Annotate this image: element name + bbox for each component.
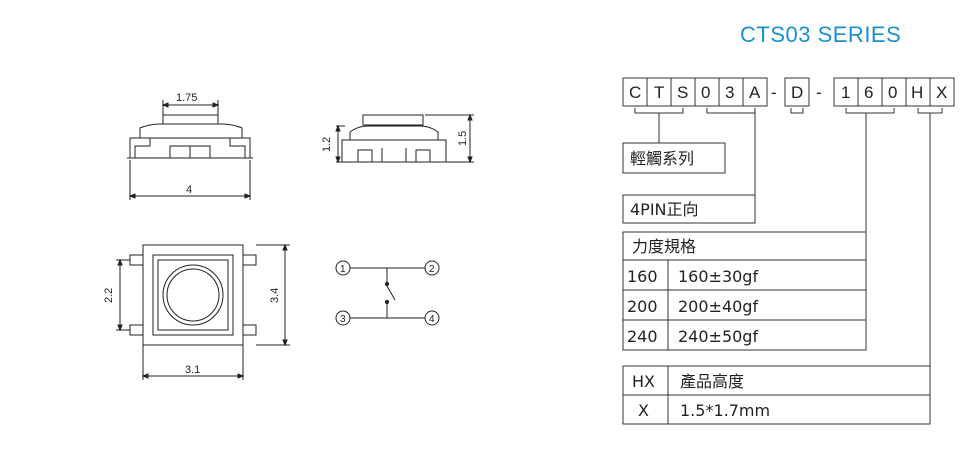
part-code-strip (622, 77, 955, 107)
front-total-height-label: 1.5 (457, 131, 469, 146)
code-char-6: 6 (864, 83, 873, 102)
code-char-dash-1: - (771, 83, 777, 102)
leader-lines (634, 108, 943, 366)
series-label: 輕觸系列 (630, 149, 694, 168)
force-value-200: 200±40gf (678, 297, 758, 316)
force-value-240: 240±50gf (678, 327, 758, 346)
pin-3-label: 3 (340, 314, 346, 325)
code-char-1: 1 (841, 83, 850, 102)
front-body-height-label: 1.2 (321, 137, 333, 152)
series-title: CTS03 SERIES (740, 22, 902, 47)
height-code-hx: HX (632, 372, 655, 391)
side-view-drawing (127, 100, 253, 200)
code-char-x: X (936, 83, 947, 102)
top-view-drawing (116, 243, 290, 380)
top-body-width-label: 3.1 (185, 364, 200, 376)
force-header: 力度規格 (632, 237, 696, 256)
spec-boxes (622, 142, 931, 425)
force-code-160: 160 (627, 267, 658, 286)
code-char-0: 0 (701, 83, 710, 102)
side-top-width-label: 1.75 (176, 92, 197, 104)
top-pad-spacing-label: 2.2 (103, 288, 115, 303)
height-label: 產品高度 (680, 372, 744, 391)
code-char-s: S (677, 83, 688, 102)
pin-2-label: 2 (429, 264, 435, 275)
height-code-x: X (638, 401, 649, 420)
force-value-160: 160±30gf (678, 267, 758, 286)
code-char-t: T (654, 83, 664, 102)
code-char-0b: 0 (888, 83, 897, 102)
code-char-3: 3 (725, 83, 734, 102)
height-value: 1.5*1.7mm (680, 401, 770, 420)
switch-schematic (335, 260, 440, 326)
code-char-dash-2: - (816, 83, 822, 102)
code-char-c: C (629, 83, 641, 102)
pin-4-label: 4 (429, 314, 435, 325)
code-char-d: D (791, 83, 803, 102)
top-body-length-label: 3.4 (269, 288, 281, 303)
side-base-width-label: 4 (186, 184, 192, 196)
code-char-a: A (749, 83, 761, 102)
pin-label: 4PIN正向 (630, 200, 699, 219)
code-char-h: H (911, 83, 923, 102)
force-code-240: 240 (627, 327, 658, 346)
force-code-200: 200 (627, 297, 658, 316)
front-view-drawing (335, 113, 474, 164)
pin-1-label: 1 (340, 264, 346, 275)
